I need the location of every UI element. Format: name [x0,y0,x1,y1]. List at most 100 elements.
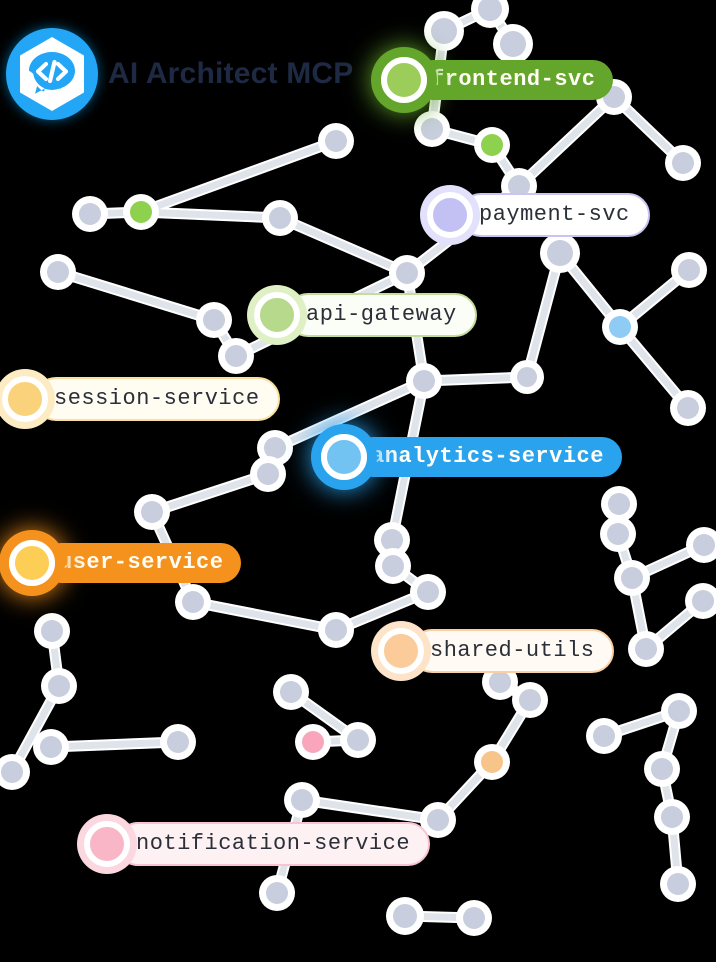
graph-node[interactable] [635,638,657,660]
graph-node[interactable] [203,309,225,331]
graph-node[interactable] [347,729,369,751]
graph-node[interactable] [481,751,503,773]
service-node-label[interactable]: shared-utils [410,628,615,674]
service-node-label[interactable]: session-service [34,376,280,422]
graph-node[interactable] [609,316,631,338]
graph-node[interactable] [167,731,189,753]
graph-node[interactable] [500,31,526,57]
graph-node[interactable] [431,18,457,44]
service-node-session-service[interactable]: session-service [2,376,280,422]
graph-node[interactable] [182,591,204,613]
service-node-label[interactable]: user-service [41,542,242,584]
graph-node[interactable] [413,370,435,392]
graph-node[interactable] [381,529,403,551]
graph-node[interactable] [266,882,288,904]
service-node-analytics-service[interactable]: analytics-service [321,434,622,480]
graph-edge [54,268,218,324]
graph-node[interactable] [478,0,502,21]
service-node-label[interactable]: notification-service [116,821,431,867]
graph-node[interactable] [678,259,700,281]
service-node-shared-utils[interactable]: shared-utils [378,628,615,674]
service-node-label[interactable]: analytics-service [353,436,622,478]
service-node-user-service[interactable]: user-service [9,540,242,586]
graph-edge [137,137,340,216]
graph-node[interactable] [421,118,443,140]
graph-node[interactable] [291,789,313,811]
service-node-label[interactable]: frontend-svc [413,59,614,101]
graph-node[interactable] [417,581,439,603]
graph-node[interactable] [677,397,699,419]
graph-node[interactable] [463,907,485,929]
graph-node[interactable] [1,761,23,783]
graph-node[interactable] [41,620,63,642]
service-node-payment-svc[interactable]: payment-svc [427,192,650,238]
graph-edge [523,249,564,381]
graph-edge [47,738,182,751]
graph-node[interactable] [302,731,324,753]
graph-node[interactable] [280,681,302,703]
graph-node[interactable] [325,130,347,152]
service-node-marker[interactable] [2,376,48,422]
service-node-ring [84,821,130,867]
graph-node[interactable] [396,262,418,284]
service-node-api-gateway[interactable]: api-gateway [254,292,477,338]
graph-edge [189,598,340,634]
graph-node[interactable] [257,463,279,485]
service-node-marker[interactable] [84,821,130,867]
graph-node[interactable] [693,534,715,556]
graph-node[interactable] [225,345,247,367]
graph-node[interactable] [672,152,694,174]
service-node-frontend-svc[interactable]: frontend-svc [381,57,614,103]
graph-node[interactable] [593,725,615,747]
service-node-marker[interactable] [9,540,55,586]
graph-node[interactable] [427,809,449,831]
graph-node[interactable] [79,203,101,225]
graph-node[interactable] [608,493,630,515]
service-node-label[interactable]: payment-svc [459,192,650,238]
graph-node[interactable] [264,437,286,459]
service-node-ring [381,57,427,103]
graph-node[interactable] [130,201,152,223]
service-node-marker[interactable] [381,57,427,103]
graph-node[interactable] [47,261,69,283]
service-node-notification-service[interactable]: notification-service [84,821,431,867]
graph-edge [271,377,428,452]
graph-edge [137,208,284,222]
service-node-marker[interactable] [254,292,300,338]
graph-node[interactable] [141,501,163,523]
graph-node[interactable] [519,689,541,711]
graph-node[interactable] [547,240,573,266]
graph-node[interactable] [517,367,537,387]
service-node-ring [2,376,48,422]
graph-node[interactable] [40,736,62,758]
graph-node[interactable] [489,671,511,693]
service-node-label[interactable]: api-gateway [286,292,477,338]
graph-node[interactable] [692,590,714,612]
graph-node[interactable] [651,758,673,780]
graph-edge [148,470,272,516]
graph-node-layer [0,0,716,936]
graph-node[interactable] [668,700,690,722]
service-node-ring [378,628,424,674]
graph-node[interactable] [393,904,417,928]
graph-node[interactable] [661,806,683,828]
service-node-ring [9,540,55,586]
graph-node[interactable] [667,873,689,895]
graph-node[interactable] [325,619,347,641]
graph-node[interactable] [481,134,503,156]
service-node-marker[interactable] [378,628,424,674]
graph-node[interactable] [269,207,291,229]
graph-edge [298,796,442,824]
service-node-marker[interactable] [321,434,367,480]
graph-node[interactable] [382,555,404,577]
graph-node[interactable] [607,523,629,545]
service-node-ring [321,434,367,480]
graph-node[interactable] [621,567,643,589]
graph-node[interactable] [508,175,530,197]
service-node-ring [254,292,300,338]
graph-edge [515,93,618,190]
service-node-marker[interactable] [427,192,473,238]
graph-node[interactable] [48,675,70,697]
